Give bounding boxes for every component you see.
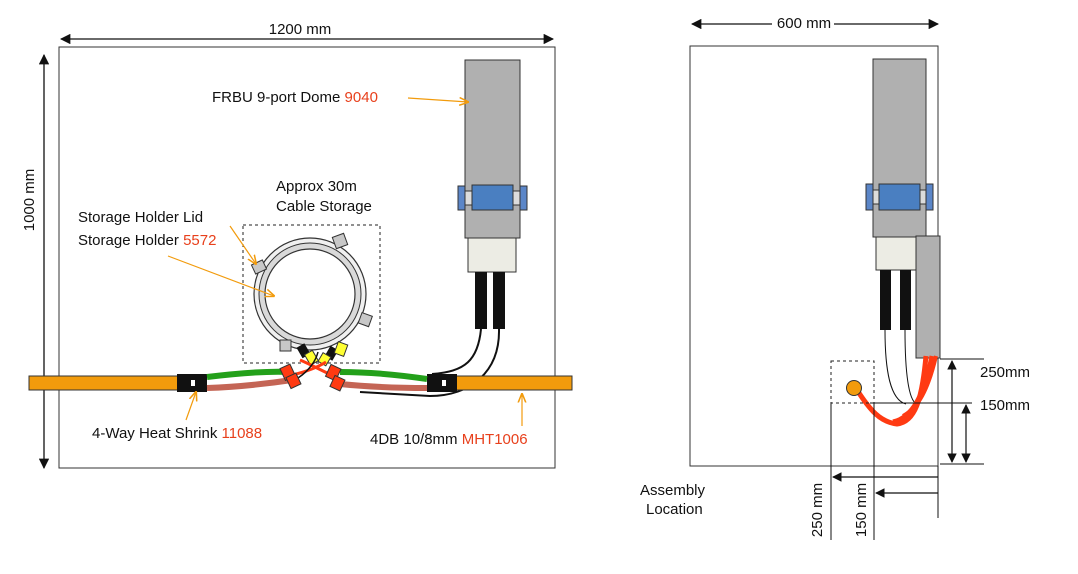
dome-clamp-left: [457, 185, 466, 211]
connector-right-gap: [442, 380, 446, 386]
side-clamp: [878, 183, 921, 211]
right-width-dimension-label: 600 mm: [777, 15, 831, 32]
assembly-label-line2: Location: [646, 501, 703, 518]
assembly-point: [846, 380, 862, 396]
brown-lead-left: [206, 377, 293, 391]
red-sleeve-right-2: [329, 374, 346, 392]
heat-shrink-pointer: [185, 392, 196, 421]
dim-150-label: 150mm: [980, 397, 1030, 414]
main-cable-right: [455, 375, 573, 391]
holder-port-4: [333, 341, 349, 357]
dim-250-label: 250mm: [980, 364, 1030, 381]
side-cable-duct: [915, 235, 941, 359]
dim-v-150-label: 150 mm: [853, 483, 870, 537]
red-sleeve-left-2: [285, 372, 302, 390]
dome-clamp-right: [519, 185, 528, 211]
holder-lid-pointer: [229, 225, 256, 264]
height-dimension-label: 1000 mm: [21, 169, 38, 232]
dome-clamp: [471, 184, 514, 211]
storage-label-line1: Approx 30m: [276, 178, 357, 195]
storage-label-line2: Cable Storage: [276, 198, 372, 215]
storage-holder-inner: [264, 248, 356, 340]
holder-tab-2: [331, 232, 349, 250]
dome-pointer: [407, 98, 468, 102]
dome-label: FRBU 9-port Dome 9040: [212, 89, 378, 106]
side-clamp-left: [865, 183, 874, 211]
brown-lead-right: [339, 381, 428, 391]
heat-shrink-label: 4-Way Heat Shrink 11088: [92, 425, 262, 442]
red-cable-3: [901, 355, 938, 418]
right-width-label-bg: [772, 12, 834, 32]
dim-v-250-label: 250 mm: [809, 483, 826, 537]
side-clamp-right: [925, 183, 934, 211]
green-lead-right: [339, 369, 428, 382]
holder-label: Storage Holder 5572: [78, 232, 216, 249]
dome-port-right: [493, 272, 505, 329]
holder-pointer: [167, 255, 274, 296]
black-lead-cross: [297, 351, 319, 379]
dome-cable-1: [431, 328, 482, 375]
dome-port-left: [475, 272, 487, 329]
db-label: 4DB 10/8mm MHT1006: [370, 431, 528, 448]
side-dome-cable-1: [884, 329, 907, 405]
right-view: 600 mm 250mm 150mm 25: [640, 12, 1030, 540]
main-cable-left: [28, 375, 182, 391]
side-port-left: [880, 270, 891, 330]
holder-lid-label: Storage Holder Lid: [78, 209, 203, 226]
width-dimension-label: 1200 mm: [269, 21, 332, 38]
dome-body: [464, 59, 521, 239]
left-view: 1200 mm 1000 mm: [21, 21, 573, 470]
holder-tab-4: [279, 339, 292, 352]
connector-left-gap: [191, 380, 195, 386]
assembly-label-line1: Assembly: [640, 482, 706, 499]
holder-tab-3: [357, 311, 373, 328]
dome-base: [467, 237, 517, 273]
side-dome-base: [875, 236, 923, 271]
side-port-right: [900, 270, 911, 330]
